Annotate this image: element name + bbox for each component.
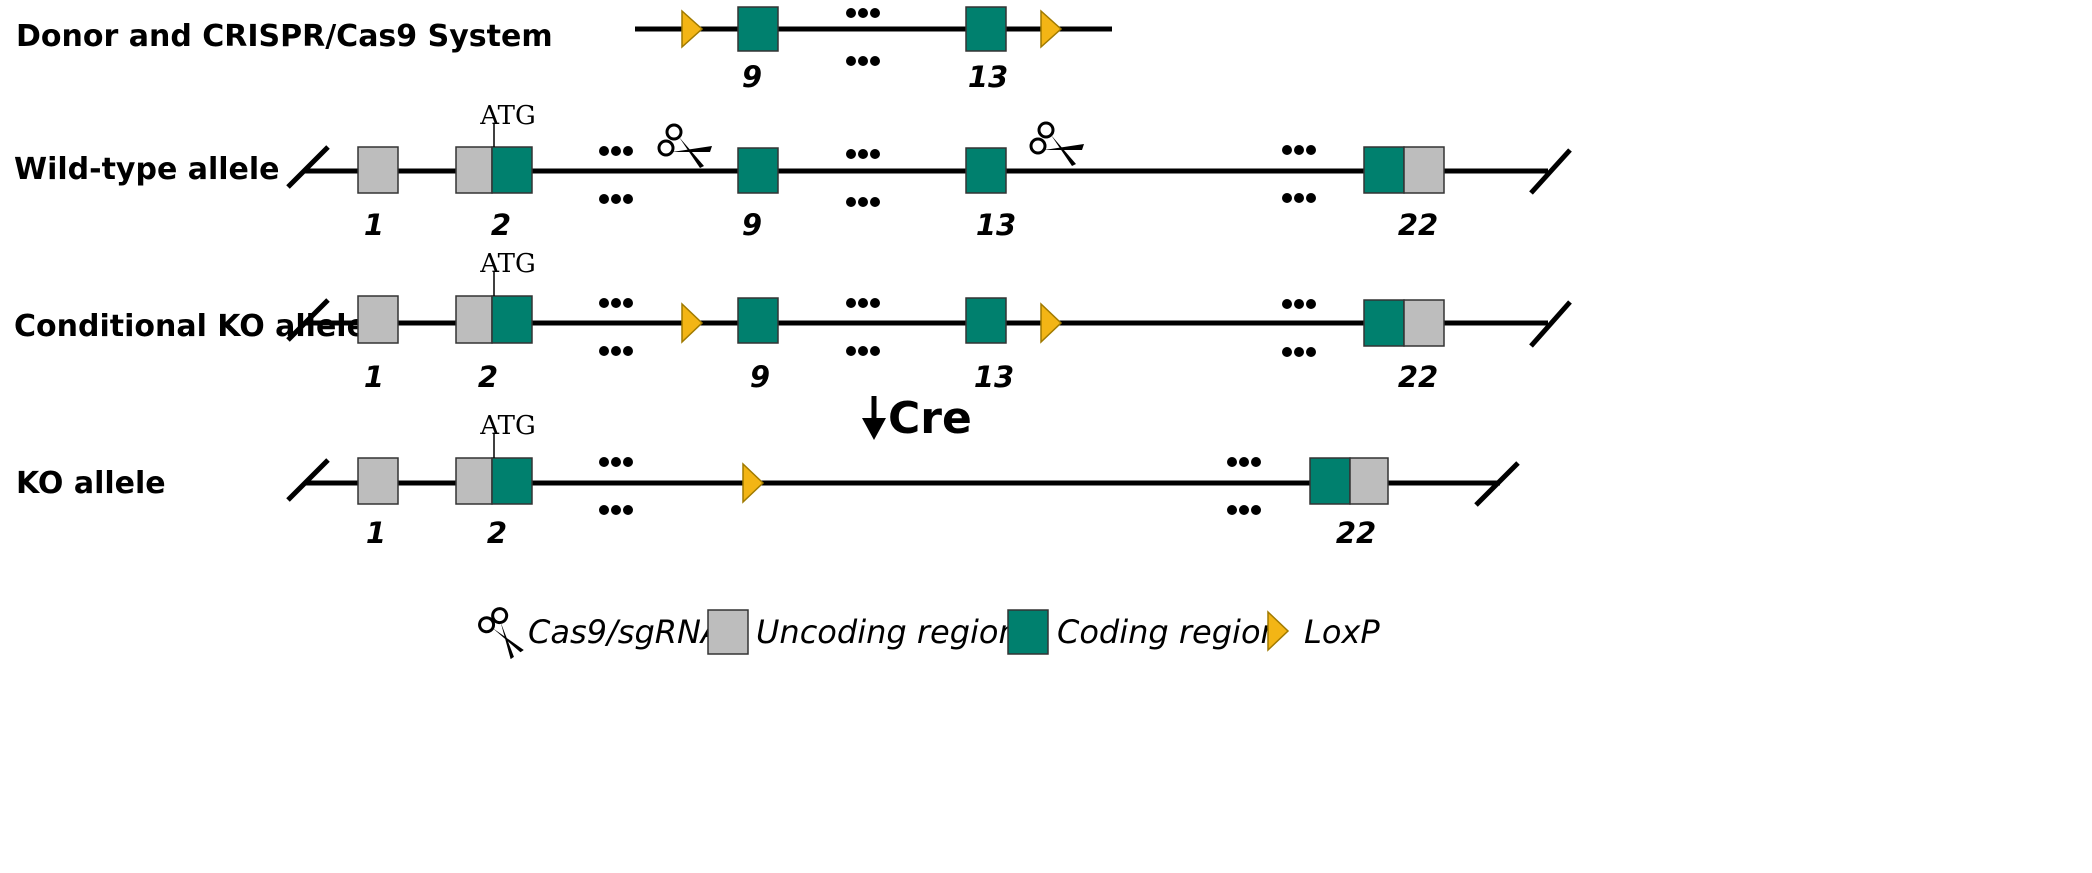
exon-number: 1 bbox=[366, 516, 386, 550]
legend-item-uncoding: Uncoding region bbox=[707, 609, 1019, 655]
ellipsis-dots bbox=[846, 298, 880, 356]
down-arrow-head-icon bbox=[862, 418, 886, 440]
legend-item-coding: Coding region bbox=[1007, 609, 1281, 655]
coding-swatch bbox=[1007, 609, 1049, 655]
exon-13 bbox=[965, 147, 1007, 194]
atg-label: ATG bbox=[479, 101, 535, 131]
legend-label: Uncoding region bbox=[756, 613, 1019, 651]
exon-number: 2 bbox=[487, 516, 507, 550]
loxp-marker bbox=[742, 462, 765, 504]
exon-2-utr bbox=[455, 457, 493, 505]
exon-number: 2 bbox=[491, 208, 511, 242]
exon-number: 22 bbox=[1398, 208, 1438, 242]
exon-9-donor bbox=[737, 6, 779, 52]
exon-number: 13 bbox=[968, 60, 1008, 94]
exon-2-cds bbox=[491, 146, 533, 194]
loxp-marker bbox=[1040, 302, 1063, 344]
ellipsis-dots bbox=[599, 298, 633, 356]
exon-22-cds bbox=[1363, 146, 1405, 194]
break-mark-right bbox=[1529, 148, 1572, 195]
donor-row: Donor and CRISPR/Cas9 System 9 13 bbox=[16, 6, 1112, 94]
exon-number: 9 bbox=[742, 208, 762, 242]
legend-item-cas9: Cas9/sgRNA bbox=[478, 607, 723, 660]
scissors-icon bbox=[657, 123, 714, 170]
exon-1 bbox=[357, 457, 399, 505]
exon-13 bbox=[965, 297, 1007, 344]
exon-number: 9 bbox=[750, 360, 770, 394]
exon-2-utr bbox=[455, 295, 493, 344]
exon-number: 13 bbox=[974, 360, 1014, 394]
exon-22-cds bbox=[1363, 299, 1405, 347]
exon-2-cds bbox=[491, 457, 533, 505]
break-mark-right bbox=[1529, 300, 1572, 348]
ellipsis-dots bbox=[1282, 299, 1316, 357]
exon-13-donor bbox=[965, 6, 1007, 52]
ko-row: KO allele ATG 1 2 22 bbox=[16, 411, 1520, 550]
legend-label: Coding region bbox=[1057, 613, 1281, 651]
ellipsis-dots bbox=[846, 8, 880, 66]
break-mark-left bbox=[286, 145, 330, 189]
ellipsis-dots bbox=[846, 149, 880, 207]
conditional-row-label: Conditional KO allele bbox=[14, 309, 367, 344]
loxp-marker bbox=[681, 302, 704, 344]
atg-label: ATG bbox=[479, 411, 535, 441]
exon-1 bbox=[357, 146, 399, 194]
exon-9 bbox=[737, 297, 779, 344]
break-mark-right bbox=[1474, 461, 1520, 507]
exon-22-utr bbox=[1403, 146, 1445, 194]
exon-number: 1 bbox=[364, 208, 384, 242]
exon-number: 9 bbox=[742, 60, 762, 94]
loxp-swatch bbox=[1267, 610, 1290, 652]
exon-22-utr bbox=[1349, 457, 1389, 505]
exon-9 bbox=[737, 147, 779, 194]
exon-22-utr bbox=[1403, 299, 1445, 347]
exon-number: 22 bbox=[1336, 516, 1376, 550]
cre-label: Cre bbox=[888, 393, 972, 444]
legend-label: LoxP bbox=[1304, 613, 1380, 651]
exon-2-cds bbox=[491, 295, 533, 344]
donor-row-label: Donor and CRISPR/Cas9 System bbox=[16, 19, 553, 54]
scissors-icon bbox=[478, 607, 524, 660]
legend: Cas9/sgRNA Uncoding region Coding region… bbox=[478, 607, 1380, 660]
conditional-row: Conditional KO allele ATG 1 2 9 13 22 bbox=[14, 249, 1572, 394]
legend-label: Cas9/sgRNA bbox=[528, 613, 723, 651]
loxp-marker bbox=[1040, 9, 1063, 49]
uncoding-swatch bbox=[707, 609, 749, 655]
ellipsis-dots bbox=[599, 146, 633, 204]
exon-number: 2 bbox=[478, 360, 498, 394]
exon-22-cds bbox=[1309, 457, 1351, 505]
exon-number: 1 bbox=[364, 360, 384, 394]
ko-row-label: KO allele bbox=[16, 466, 166, 501]
exon-number: 22 bbox=[1398, 360, 1438, 394]
exon-1 bbox=[357, 295, 399, 344]
cre-arrow: Cre bbox=[862, 393, 972, 444]
break-mark-left bbox=[286, 298, 330, 342]
break-mark-left bbox=[286, 458, 330, 502]
scissors-icon bbox=[1029, 121, 1086, 168]
atg-label: ATG bbox=[479, 249, 535, 279]
wildtype-row: Wild-type allele ATG 1 2 9 13 22 bbox=[14, 101, 1572, 242]
exon-number: 13 bbox=[976, 208, 1016, 242]
wildtype-row-label: Wild-type allele bbox=[14, 152, 280, 187]
exon-2-utr bbox=[455, 146, 493, 194]
ellipsis-dots bbox=[1227, 457, 1261, 515]
legend-item-loxp: LoxP bbox=[1267, 610, 1380, 652]
ellipsis-dots bbox=[1282, 145, 1316, 203]
ellipsis-dots bbox=[599, 457, 633, 515]
loxp-marker bbox=[681, 9, 704, 49]
